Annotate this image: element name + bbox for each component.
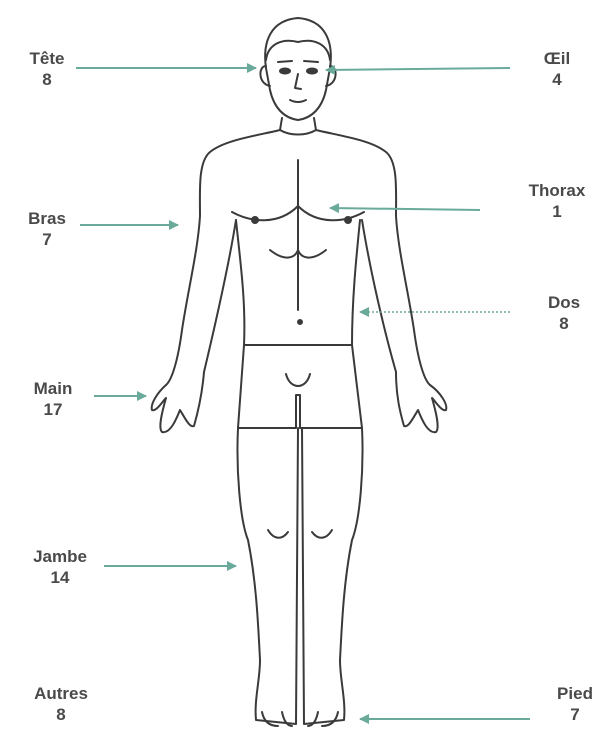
label-dos-count: 8 [514, 313, 601, 334]
label-oeil-count: 4 [507, 69, 601, 90]
left-knee [268, 530, 288, 538]
nose [295, 74, 301, 89]
arrow-oeil [326, 68, 510, 70]
label-main: Main 17 [3, 378, 103, 420]
label-thorax-name: Thorax [507, 180, 601, 201]
left-nipple [252, 217, 258, 223]
label-dos: Dos 8 [514, 292, 601, 334]
label-oeil-name: Œil [507, 48, 601, 69]
label-thorax: Thorax 1 [507, 180, 601, 222]
human-figure [152, 18, 447, 726]
label-oeil: Œil 4 [507, 48, 601, 90]
label-autres: Autres 8 [11, 683, 111, 725]
label-bras-name: Bras [0, 208, 97, 229]
right-eye [307, 69, 317, 74]
label-bras-count: 7 [0, 229, 97, 250]
left-brow [278, 61, 292, 62]
label-autres-count: 8 [11, 704, 111, 725]
left-eye [280, 69, 290, 74]
label-tete: Tête 8 [0, 48, 97, 90]
navel [298, 320, 302, 324]
right-leg [302, 428, 363, 724]
right-knee [312, 530, 332, 538]
right-nipple [345, 217, 351, 223]
right-brow [304, 61, 318, 62]
left-hand [152, 372, 204, 432]
label-jambe: Jambe 14 [10, 546, 110, 588]
label-bras: Bras 7 [0, 208, 97, 250]
briefs-front [286, 374, 310, 386]
label-jambe-name: Jambe [10, 546, 110, 567]
hair-outline [266, 41, 330, 60]
head-outline [265, 18, 331, 120]
label-thorax-count: 1 [507, 201, 601, 222]
label-pied: Pied 7 [525, 683, 601, 725]
label-tete-count: 8 [0, 69, 97, 90]
label-main-count: 17 [3, 399, 103, 420]
right-foot-toes [308, 712, 338, 726]
label-tete-name: Tête [0, 48, 97, 69]
right-hand [396, 372, 446, 432]
left-foot-toes [262, 712, 292, 726]
label-jambe-count: 14 [10, 567, 110, 588]
label-pied-count: 7 [525, 704, 601, 725]
right-inner-arm [362, 220, 396, 372]
label-main-name: Main [3, 378, 103, 399]
collar-line [280, 130, 316, 135]
left-leg [237, 428, 298, 724]
mouth [290, 100, 306, 102]
label-dos-name: Dos [514, 292, 601, 313]
arrow-thorax [330, 208, 480, 210]
label-pied-name: Pied [525, 683, 601, 704]
left-inner-arm [204, 220, 236, 372]
label-autres-name: Autres [11, 683, 111, 704]
